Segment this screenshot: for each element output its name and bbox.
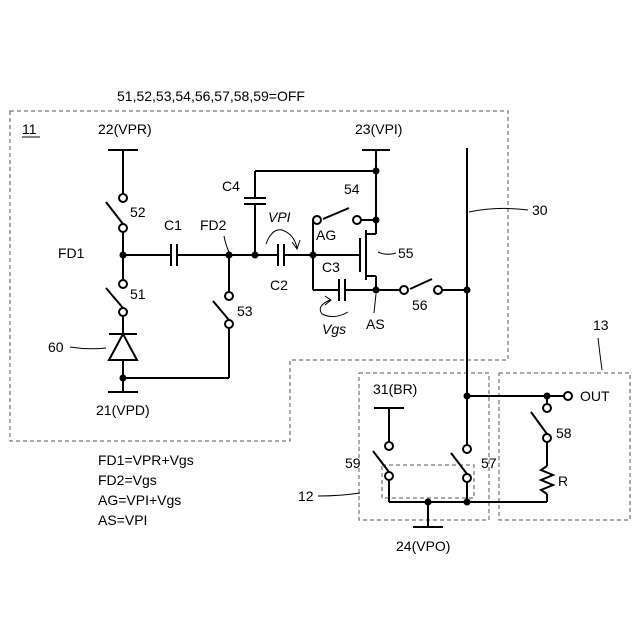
switch-56-label: 56 — [412, 297, 428, 313]
fd2-leader — [224, 236, 229, 252]
as-leader — [374, 294, 376, 313]
as-junction — [373, 287, 380, 294]
vpo-label: 24(VPO) — [396, 538, 450, 554]
switch-56-contact-left — [400, 286, 408, 294]
transistor-55-label: 55 — [398, 245, 414, 261]
br-label: 31(BR) — [373, 381, 417, 397]
switch-54 — [323, 208, 349, 219]
c2-label: C2 — [270, 277, 288, 293]
load-block-leader — [598, 338, 602, 370]
diode-60 — [109, 334, 137, 360]
transistor-55-leader — [378, 252, 396, 254]
diode-60-label: 60 — [48, 339, 64, 355]
switch-51 — [106, 288, 123, 308]
equation-as: AS=VPI — [98, 512, 147, 528]
switch-53 — [213, 301, 229, 320]
c1-label: C1 — [164, 217, 182, 233]
switch-52-label: 52 — [130, 204, 146, 220]
switch-58-contact-top — [543, 404, 551, 412]
pixel-block-label: 11 — [22, 121, 37, 137]
switch-53-contact-top — [225, 292, 233, 300]
vpi-arrow — [266, 230, 297, 248]
switch-53-contact-bottom — [225, 320, 233, 328]
switch-59-contact-bottom — [385, 472, 393, 480]
vpi-c4-junction — [373, 168, 380, 175]
switch-58-label: 58 — [556, 425, 572, 441]
switch-52-contact-bottom — [119, 224, 127, 232]
drain-junction — [373, 217, 380, 224]
switch-52 — [106, 202, 123, 224]
signal-line-30-label: 30 — [532, 202, 548, 218]
equation-fd1: FD1=VPR+Vgs — [98, 452, 194, 468]
switch-59-subbox — [382, 465, 474, 498]
resistor-r-label: R — [558, 473, 568, 489]
switch-52-contact-top — [119, 194, 127, 202]
switch-59-label: 59 — [345, 455, 361, 471]
fd1-label: FD1 — [58, 245, 85, 261]
switch-54-contact-left — [313, 216, 321, 224]
out-label: OUT — [580, 388, 610, 404]
switch-57 — [451, 453, 467, 474]
fd2-label: FD2 — [200, 217, 227, 233]
switch-57-label: 57 — [481, 455, 497, 471]
vpi-label: 23(VPI) — [355, 121, 402, 137]
readout-block-label: 12 — [298, 488, 314, 504]
signal-line-30-leader — [469, 208, 528, 212]
switch-56 — [410, 279, 432, 289]
out-terminal — [564, 392, 572, 400]
c4-label: C4 — [222, 178, 240, 194]
pixel-block-outline — [10, 111, 508, 441]
switch-51-label: 51 — [130, 286, 146, 302]
vgs-arrow — [320, 300, 348, 317]
off-state-note: 51,52,53,54,56,57,58,59=OFF — [117, 88, 305, 104]
equation-fd2: FD2=Vgs — [98, 472, 157, 488]
as-label: AS — [366, 316, 385, 332]
vpr-label: 22(VPR) — [98, 121, 152, 137]
ag-label: AG — [316, 227, 336, 243]
c3-label: C3 — [322, 259, 340, 275]
resistor-r — [541, 466, 553, 494]
readout-block-leader — [318, 493, 360, 496]
switch-57-contact-bottom — [463, 474, 471, 482]
switch-51-contact-top — [119, 280, 127, 288]
switch-57-contact-top — [463, 445, 471, 453]
diode-60-leader — [70, 347, 106, 349]
vpd-label: 21(VPD) — [96, 402, 150, 418]
load-block-label: 13 — [593, 317, 609, 333]
switch-56-contact-right — [434, 286, 442, 294]
switch-53-label: 53 — [237, 303, 253, 319]
switch-54-label: 54 — [344, 181, 360, 197]
switch-59-contact-top — [385, 442, 393, 450]
switch-58 — [531, 412, 547, 434]
equation-ag: AG=VPI+Vgs — [98, 492, 181, 508]
vpi-arrow-label: VPI — [268, 209, 291, 225]
switch-59 — [373, 451, 389, 472]
switch-54-contact-right — [353, 216, 361, 224]
switch-51-contact-bottom — [119, 308, 127, 316]
bus-junction-57 — [464, 499, 471, 506]
vgs-arrow-label: Vgs — [322, 321, 346, 337]
switch-58-contact-bottom — [543, 434, 551, 442]
